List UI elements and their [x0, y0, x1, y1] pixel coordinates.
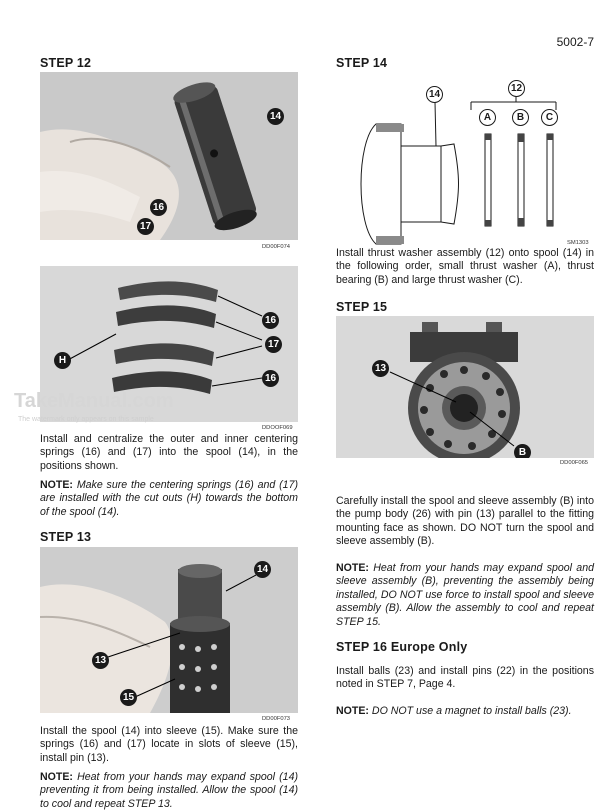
callout-17: 17 — [265, 336, 282, 353]
note-text: DO NOT use a magnet to install balls (23… — [371, 705, 572, 717]
callout-c: C — [541, 109, 558, 126]
step-14-text: Install thrust washer assembly (12) onto… — [336, 247, 594, 286]
callout-16: 16 — [150, 199, 167, 216]
figure-code: SM1303 — [567, 240, 589, 246]
spool-sleeve-illustration — [40, 547, 298, 713]
step-13-note: NOTE: Heat from your hands may expand sp… — [40, 771, 298, 811]
step-12-text: Install and centralize the outer and inn… — [40, 433, 298, 472]
step-15-heading: STEP 15 — [336, 300, 388, 314]
note-label: NOTE: — [336, 562, 369, 574]
step-13-text: Install the spool (14) into sleeve (15).… — [40, 725, 298, 764]
step-16-text: Install balls (23) and install pins (22)… — [336, 665, 594, 691]
figure-step15-photo: 13 B — [336, 316, 594, 458]
step-16-note: NOTE: DO NOT use a magnet to install bal… — [336, 705, 594, 718]
page-number: 5002-7 — [556, 35, 594, 49]
step-14-heading: STEP 14 — [336, 56, 388, 70]
step-12-note: NOTE: Make sure the centering springs (1… — [40, 479, 298, 519]
callout-h: H — [54, 352, 71, 369]
callout-14: 14 — [426, 86, 443, 103]
callout-17: 17 — [137, 218, 154, 235]
note-label: NOTE: — [40, 479, 73, 491]
note-text: Heat from your hands may expand spool (1… — [40, 771, 298, 810]
callout-14: 14 — [254, 561, 271, 578]
note-label: NOTE: — [40, 771, 73, 783]
thrust-washer-drawing — [360, 94, 557, 245]
figure-step14-drawing: 14 12 A B C — [336, 76, 594, 248]
callout-13: 13 — [92, 652, 109, 669]
callout-16-upper: 16 — [262, 312, 279, 329]
callout-14: 14 — [267, 108, 284, 125]
figure-springs-photo: 16 17 16 H — [40, 266, 298, 422]
callout-15: 15 — [120, 689, 137, 706]
note-text: Heat from your hands may expand spool an… — [336, 562, 594, 628]
step-15-note: NOTE: Heat from your hands may expand sp… — [336, 562, 594, 629]
callout-12: 12 — [508, 80, 525, 97]
callout-16-lower: 16 — [262, 370, 279, 387]
figure-step13-photo: 14 13 15 — [40, 547, 298, 713]
spool-photo-illustration — [40, 72, 298, 240]
figure-code: DD00F074 — [262, 244, 291, 250]
callout-b: B — [512, 109, 529, 126]
note-text: Make sure the centering springs (16) and… — [40, 479, 298, 518]
note-label: NOTE: — [336, 705, 369, 717]
callout-13: 13 — [372, 360, 389, 377]
figure-code: DD00F073 — [262, 716, 291, 722]
callout-a: A — [479, 109, 496, 126]
watermark-subtitle: The watermark only appears on this sampl… — [18, 416, 154, 423]
step-12-heading: STEP 12 — [40, 56, 92, 70]
figure-step12-photo: 14 16 17 — [40, 72, 298, 240]
pump-body-illustration — [336, 316, 594, 458]
figure-code: DDOOF069 — [262, 425, 293, 431]
step-13-heading: STEP 13 — [40, 530, 92, 544]
figure-code: DD00F065 — [560, 460, 589, 466]
callout-b: B — [514, 444, 531, 458]
watermark-title: TakeManual.com — [14, 390, 174, 412]
centering-springs-illustration — [40, 266, 298, 422]
step-16-heading: STEP 16 Europe Only — [336, 640, 468, 654]
step-15-text: Carefully install the spool and sleeve a… — [336, 495, 594, 548]
